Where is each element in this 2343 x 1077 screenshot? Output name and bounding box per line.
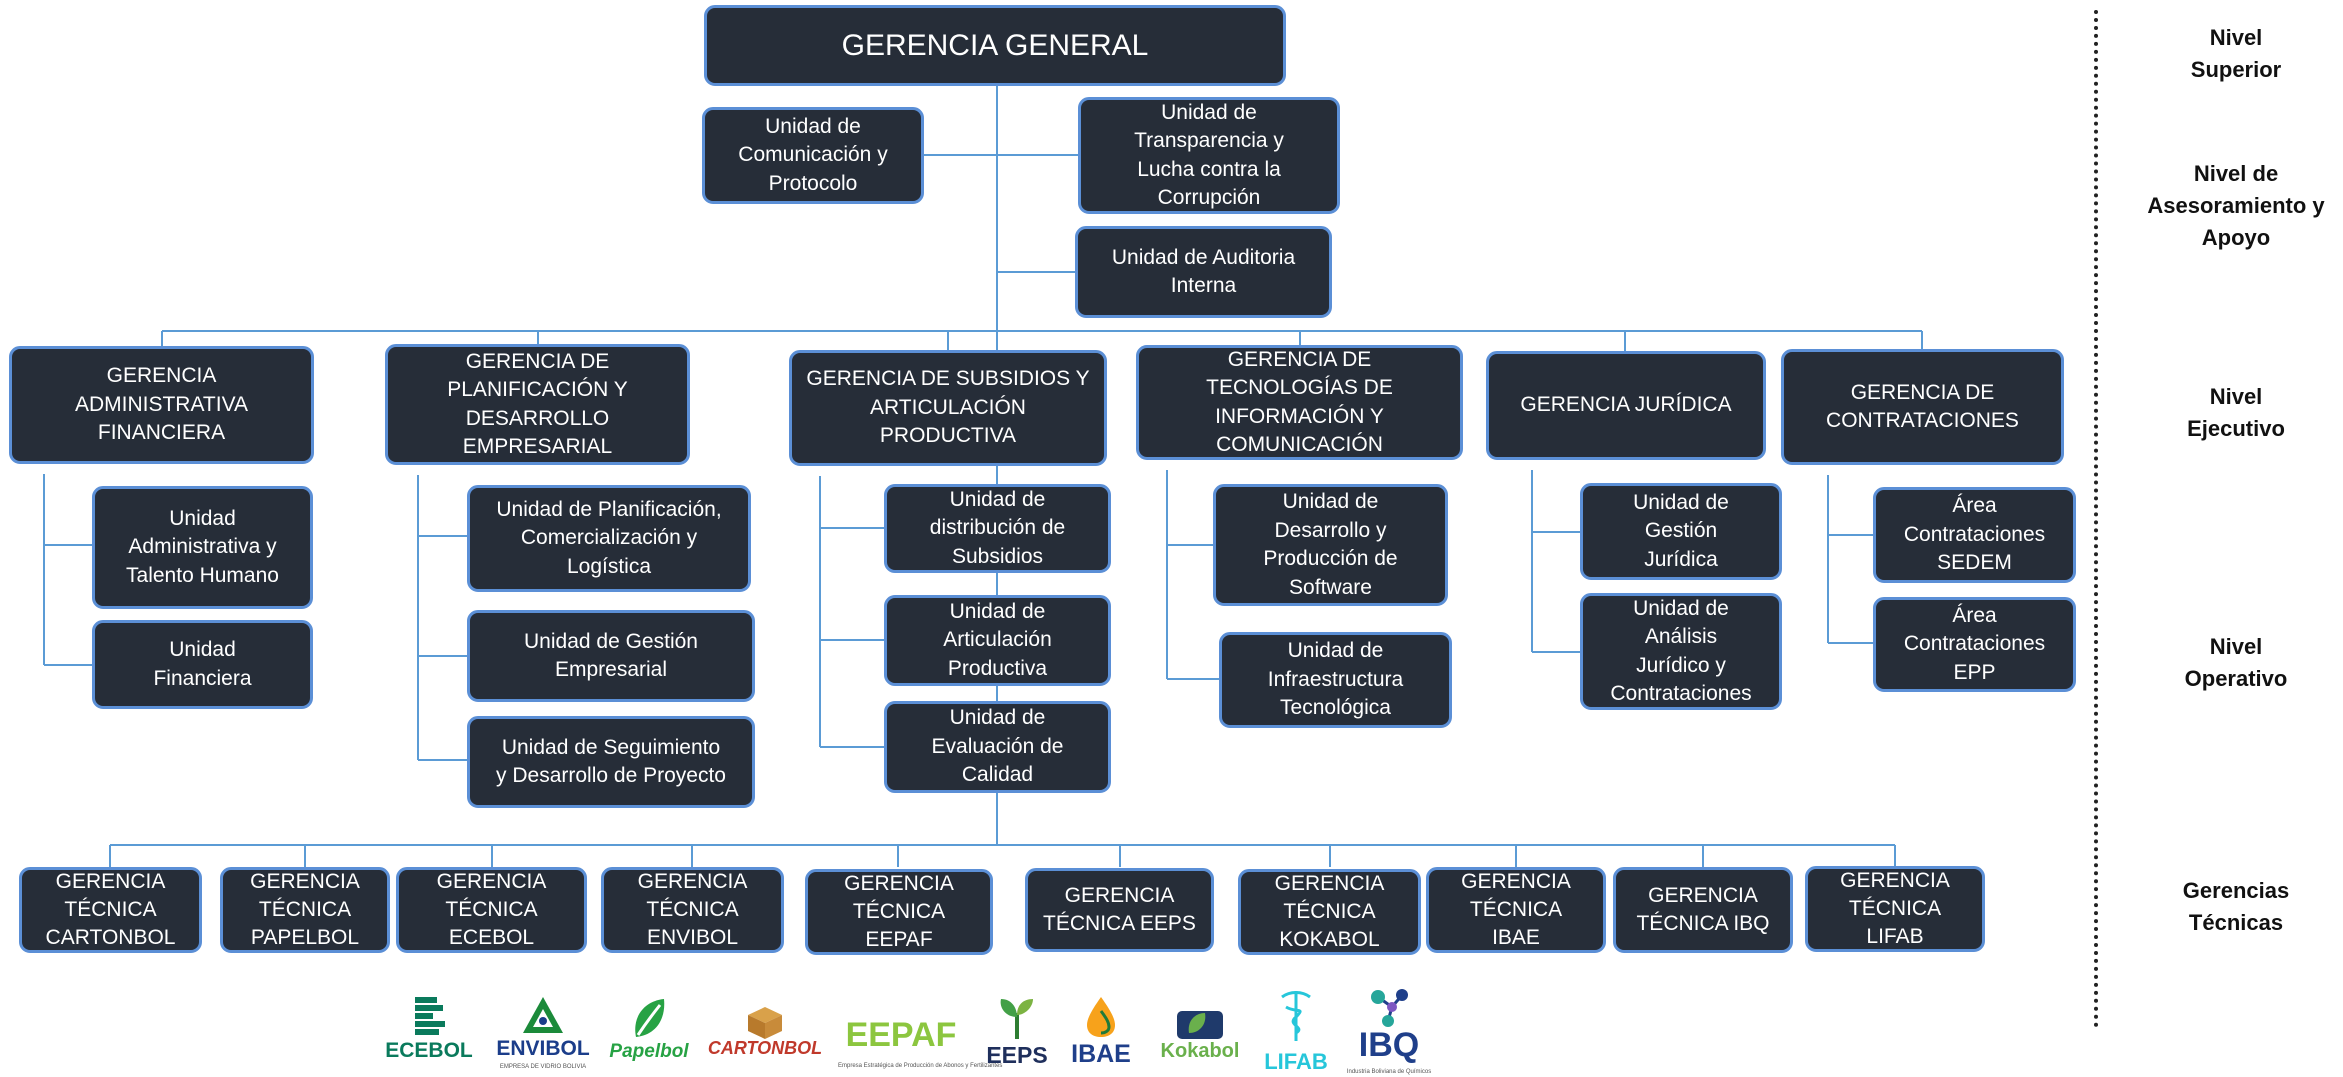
gerencia-subsidios-box: GERENCIA DE SUBSIDIOS Y ARTICULACIÓN PRO…	[789, 350, 1107, 466]
gerencia-tecnica-eeps-box: GERENCIA TÉCNICA EEPS	[1025, 868, 1214, 952]
envibol-mark-icon	[523, 997, 563, 1033]
ecebol-logo-text: ECEBOL	[385, 1039, 473, 1062]
unidad-planificacion-comercializacion-box: Unidad de Planificación, Comercializació…	[467, 485, 751, 592]
level-divider	[2094, 10, 2098, 1028]
ibq-logo-subtitle: Industria Boliviana de Químicos	[1346, 1069, 1432, 1075]
kokabol-logo-text: Kokabol	[1160, 1040, 1240, 1062]
gerencia-general-box: GERENCIA GENERAL	[704, 5, 1286, 86]
level-gerencias-tecnicas-label: Gerencias Técnicas	[2182, 878, 2290, 935]
ibae-drop-icon	[1087, 997, 1115, 1037]
unidad-gestion-juridica-box: Unidad de Gestión Jurídica	[1580, 483, 1782, 580]
ibae-logo-text: IBAE	[1071, 1040, 1131, 1068]
papelbol-logo: Papelbol	[606, 993, 692, 1073]
level-operativo-label: Nivel Operativo	[2184, 634, 2288, 691]
gerencia-tecnica-cartonbol-box: GERENCIA TÉCNICA CARTONBOL	[19, 867, 202, 953]
gerencia-tecnica-ibae-box: GERENCIA TÉCNICA IBAE	[1426, 867, 1606, 953]
ibq-logo: IBQ Industria Boliviana de Químicos	[1344, 983, 1434, 1075]
ibq-logo-text: IBQ	[1358, 1026, 1420, 1064]
level-ejecutivo-label: Nivel Ejecutivo	[2187, 384, 2285, 441]
unidad-transparencia-box: Unidad de Transparencia y Lucha contra l…	[1078, 97, 1340, 214]
eeps-logo: EEPS	[974, 993, 1060, 1073]
gerencia-administrativa-financiera-box: GERENCIA ADMINISTRATIVA FINANCIERA	[9, 346, 314, 464]
gerencia-tecnica-kokabol-box: GERENCIA TÉCNICA KOKABOL	[1238, 869, 1421, 955]
gerencia-planificacion-box: GERENCIA DE PLANIFICACIÓN Y DESARROLLO E…	[385, 344, 690, 465]
envibol-logo-subtitle: EMPRESA DE VIDRIO BOLIVIA	[499, 1064, 587, 1070]
area-contrataciones-sedem-box: Área Contrataciones SEDEM	[1873, 487, 2076, 583]
gerencia-tecnica-ibq-box: GERENCIA TÉCNICA IBQ	[1613, 867, 1793, 953]
gerencia-tecnica-envibol-box: GERENCIA TÉCNICA ENVIBOL	[601, 867, 784, 953]
lifab-logo: LIFAB	[1256, 985, 1336, 1075]
papelbol-logo-text: Papelbol	[609, 1041, 689, 1062]
eepaf-logo-text: EEPAF	[845, 1016, 957, 1054]
area-contrataciones-epp-box: Área Contrataciones EPP	[1873, 597, 2076, 692]
unidad-gestion-empresarial-box: Unidad de Gestión Empresarial	[467, 610, 755, 702]
cartonbol-box-icon	[748, 1007, 782, 1039]
unidad-comunicacion-protocolo-box: Unidad de Comunicación y Protocolo	[702, 107, 924, 204]
ecebol-mark-icon	[415, 997, 445, 1035]
gerencia-tecnica-papelbol-box: GERENCIA TÉCNICA PAPELBOL	[220, 867, 390, 953]
unidad-infraestructura-tecnologica-box: Unidad de Infraestructura Tecnológica	[1219, 632, 1452, 728]
unidad-desarrollo-software-box: Unidad de Desarrollo y Producción de Sof…	[1213, 484, 1448, 606]
lifab-caduceus-icon	[1281, 991, 1311, 1041]
unidad-articulacion-productiva-box: Unidad de Articulación Productiva	[884, 595, 1111, 686]
gerencia-contrataciones-box: GERENCIA DE CONTRATACIONES	[1781, 349, 2064, 465]
gerencia-tecnica-lifab-box: GERENCIA TÉCNICA LIFAB	[1805, 866, 1985, 952]
kokabol-logo: Kokabol	[1150, 993, 1250, 1073]
ibae-logo: IBAE	[1066, 993, 1136, 1073]
unidad-auditoria-interna-box: Unidad de Auditoria Interna	[1075, 226, 1332, 318]
eeps-logo-text: EEPS	[986, 1042, 1048, 1068]
cartonbol-logo-text: CARTONBOL	[707, 1038, 823, 1058]
lifab-logo-text: LIFAB	[1264, 1049, 1328, 1074]
unidad-financiera-box: Unidad Financiera	[92, 620, 313, 709]
envibol-logo-text: ENVIBOL	[496, 1037, 590, 1060]
eepaf-logo-subtitle: Empresa Estratégica de Producción de Abo…	[838, 1063, 1003, 1069]
level-superior-label: Nivel Superior	[2190, 25, 2282, 82]
cartonbol-logo: CARTONBOL	[703, 993, 827, 1073]
papelbol-leaf-icon	[635, 999, 665, 1037]
unidad-analisis-juridico-box: Unidad de Análisis Jurídico y Contrataci…	[1580, 593, 1782, 710]
unidad-evaluacion-calidad-box: Unidad de Evaluación de Calidad	[884, 701, 1111, 793]
envibol-logo: ENVIBOL EMPRESA DE VIDRIO BOLIVIA	[488, 993, 598, 1073]
unidad-distribucion-subsidios-box: Unidad de distribución de Subsidios	[884, 484, 1111, 573]
unidad-seguimiento-proyecto-box: Unidad de Seguimiento y Desarrollo de Pr…	[467, 716, 755, 808]
unidad-administrativa-talento-box: Unidad Administrativa y Talento Humano	[92, 486, 313, 609]
gerencia-juridica-box: GERENCIA JURÍDICA	[1486, 351, 1766, 460]
level-asesoramiento-label: Nivel de Asesoramiento y Apoyo	[2147, 161, 2325, 250]
kokabol-leaf-icon	[1177, 1011, 1223, 1039]
gerencia-tecnica-eepaf-box: GERENCIA TÉCNICA EEPAF	[805, 869, 993, 955]
eeps-sprout-icon	[1000, 999, 1033, 1040]
ibq-molecule-icon	[1371, 989, 1408, 1027]
gerencia-tecnologias-box: GERENCIA DE TECNOLOGÍAS DE INFORMACIÓN Y…	[1136, 345, 1463, 460]
ecebol-logo: ECEBOL	[380, 993, 478, 1073]
eepaf-logo: EEPAF Empresa Estratégica de Producción …	[838, 993, 1003, 1073]
gerencia-tecnica-ecebol-box: GERENCIA TÉCNICA ECEBOL	[396, 867, 587, 953]
